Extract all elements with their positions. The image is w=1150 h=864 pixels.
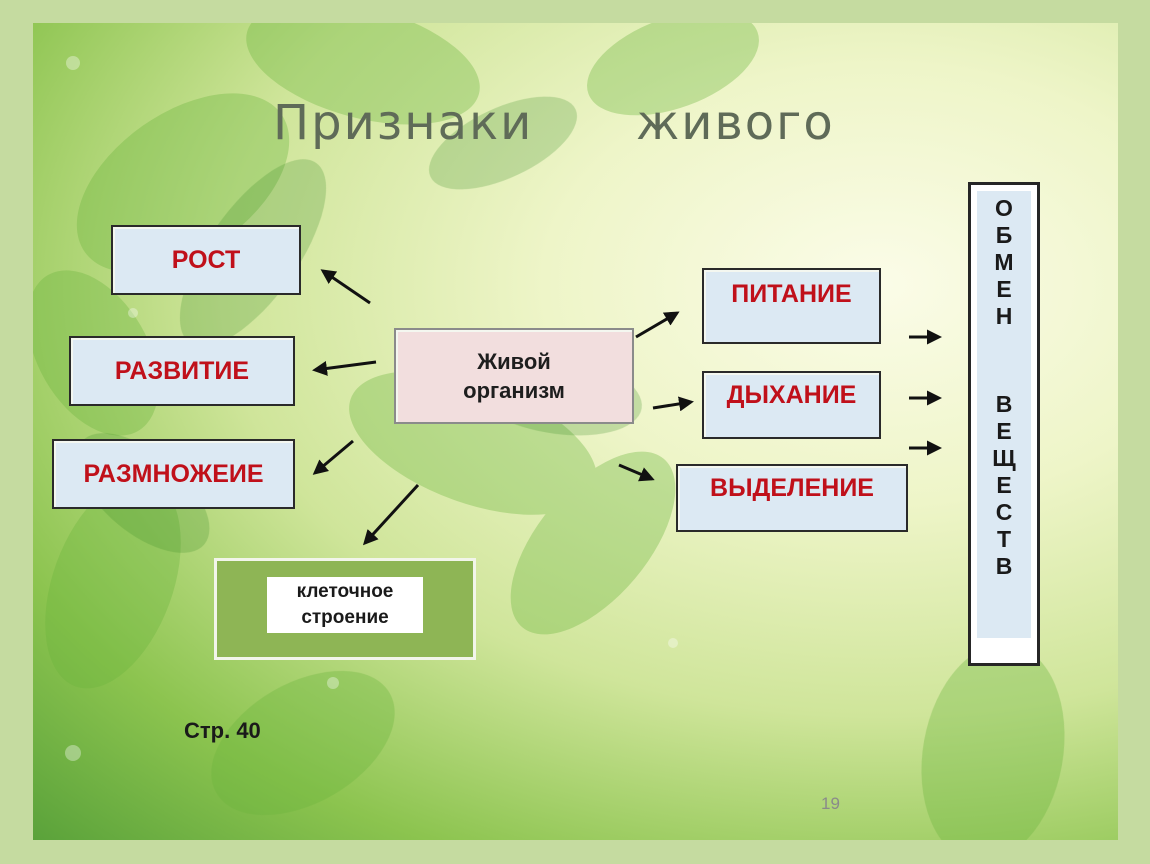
cell-structure-line2: строение — [301, 607, 389, 628]
metabolism-letter: Е — [996, 472, 1012, 498]
living-organism-line1: Живой — [477, 349, 551, 374]
arrow-to-development — [312, 360, 377, 376]
reproduction-box: РАЗМНОЖЕИЕ — [52, 439, 295, 509]
excretion-box: ВЫДЕЛЕНИЕ — [676, 464, 908, 532]
arrow-to-cell-structure — [362, 483, 420, 546]
arrow-to-reproduction — [312, 439, 354, 475]
arrow-to-excretion — [618, 463, 655, 482]
metabolism-letter: Е — [996, 418, 1012, 444]
slide-title-word2: живого — [636, 95, 835, 151]
growth-box: РОСТ — [111, 225, 301, 295]
cell-structure-line1: клеточное — [296, 581, 394, 602]
living-organism-box: Живой организм — [394, 328, 634, 424]
cell-structure-box: клеточное строение — [214, 558, 476, 660]
slide: Признаки живого РОСТ РАЗВИТИЕ РАЗМНОЖЕИЕ… — [33, 23, 1118, 840]
cell-structure-label: клеточное строение — [267, 577, 423, 633]
metabolism-box: О Б М Е Н В Е Щ Е С Т В — [968, 182, 1040, 666]
metabolism-letter: Е — [996, 276, 1012, 302]
metabolism-inner: О Б М Е Н В Е Щ Е С Т В — [977, 191, 1031, 638]
metabolism-letter: С — [995, 499, 1013, 525]
arrow-to-nutrition — [635, 311, 680, 339]
slide-number: 19 — [821, 794, 840, 813]
metabolism-letter: Т — [996, 526, 1012, 552]
slide-title-word1: Признаки — [273, 95, 534, 151]
page-reference: Стр. 40 — [184, 718, 261, 743]
nutrition-box: ПИТАНИЕ — [702, 268, 881, 344]
metabolism-word2: В Е Щ Е С Т В — [977, 391, 1031, 580]
metabolism-word1: О Б М Е Н — [977, 195, 1031, 330]
metabolism-letter: Н — [995, 303, 1013, 329]
arrow-to-growth — [320, 269, 371, 305]
metabolism-letter: В — [995, 391, 1013, 417]
metabolism-letter: О — [995, 195, 1013, 221]
development-box: РАЗВИТИЕ — [69, 336, 295, 406]
arrows-layer — [312, 269, 942, 546]
metabolism-letter: Б — [995, 222, 1013, 248]
respiration-box: ДЫХАНИЕ — [702, 371, 881, 439]
arrow-to-respiration — [652, 396, 694, 412]
metabolism-letter: В — [995, 553, 1013, 579]
living-organism-line2: организм — [463, 378, 565, 403]
metabolism-letter: М — [994, 249, 1014, 275]
metabolism-letter: Щ — [992, 445, 1016, 471]
